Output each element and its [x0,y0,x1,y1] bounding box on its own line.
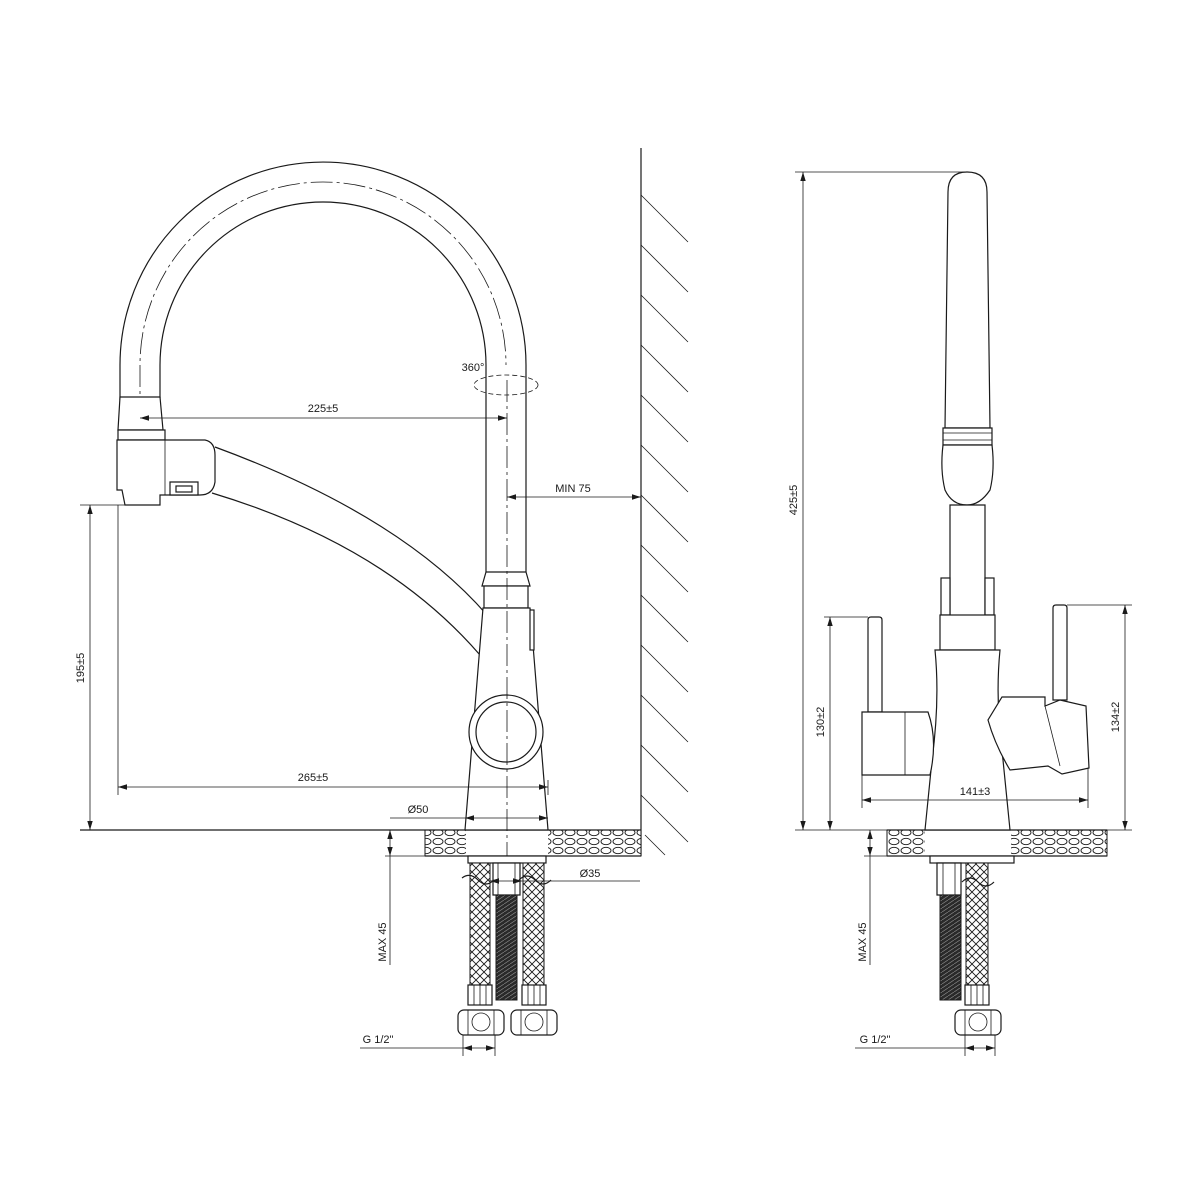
nut-left [457,1009,505,1036]
rotation-ellipse [473,374,539,396]
max-counter-label-front: MAX 45 [857,922,869,961]
under-counter-front [929,855,1015,1036]
under-counter-side [457,855,558,1036]
wall-hatching [640,194,689,856]
base-diameter-label: Ø50 [408,804,429,816]
wall [640,148,689,856]
spout-reach-label: 225±5 [308,403,339,415]
outlet-height-label: 195±5 [75,653,87,684]
spout-front [940,171,995,651]
total-height-label: 425±5 [788,485,800,516]
nut-front [954,1009,1002,1036]
connection-label-front: G 1/2" [860,1034,891,1046]
left-handle-height-label: 130±2 [815,707,827,738]
lower-arm [211,446,488,656]
left-handle [861,616,935,776]
wall-clearance-label: MIN 75 [555,483,590,495]
dimensions-side: 225±5 360° MIN 75 195±5 265±5 Ø50 Ø35 [75,362,641,1056]
threaded-rod [495,894,518,1001]
faucet-body-side [464,571,549,831]
rotation-label: 360° [462,362,485,374]
front-view: 425±5 130±2 134±2 141±3 MAX 45 [788,171,1132,1056]
width-label: 141±3 [960,786,991,798]
right-handle-height-label: 134±2 [1110,702,1122,733]
hole-diameter-label: Ø35 [580,868,601,880]
faucet-body-front [924,614,1011,831]
handle-knob-inner [475,701,537,763]
dimensions-front: 425±5 130±2 134±2 141±3 MAX 45 [788,171,1132,1056]
max-counter-label-side: MAX 45 [377,922,389,961]
countertop-side [80,829,642,857]
right-handle [987,604,1090,775]
total-reach-label: 265±5 [298,772,329,784]
side-view: 225±5 360° MIN 75 195±5 265±5 Ø50 Ø35 [75,148,689,1056]
connection-label-side: G 1/2" [363,1034,394,1046]
nut-right [510,1009,558,1036]
threaded-rod-front [939,894,962,1001]
countertop-front [886,829,1108,857]
spray-head [116,396,216,506]
spout-arc [119,161,527,572]
